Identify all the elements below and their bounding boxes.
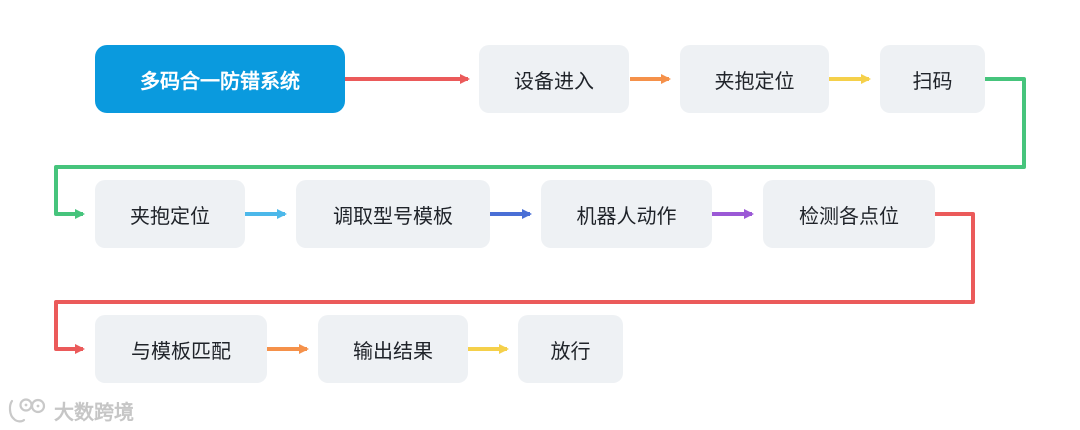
- arrow-scan-to-clamp-2: [54, 77, 1026, 219]
- step-match-template: 与模板匹配: [95, 315, 267, 383]
- step-clamp-position: 夹抱定位: [680, 45, 829, 113]
- watermark-text: 大数跨境: [54, 399, 134, 424]
- step-robot-action: 机器人动作: [541, 180, 712, 248]
- watermark: 大数跨境: [8, 394, 134, 426]
- step-release: 放行: [518, 315, 623, 383]
- step-inspect-points: 检测各点位: [763, 180, 935, 248]
- step-scan-code: 扫码: [880, 45, 985, 113]
- step-clamp-position-2: 夹抱定位: [95, 180, 245, 248]
- step-fetch-model-template: 调取型号模板: [296, 180, 490, 248]
- step-device-enter: 设备进入: [479, 45, 629, 113]
- title-node: 多码合一防错系统: [95, 45, 345, 113]
- step-output-result: 输出结果: [318, 315, 468, 383]
- wechat-logo-icon: [8, 398, 46, 423]
- arrow-inspect-to-match: [54, 212, 975, 354]
